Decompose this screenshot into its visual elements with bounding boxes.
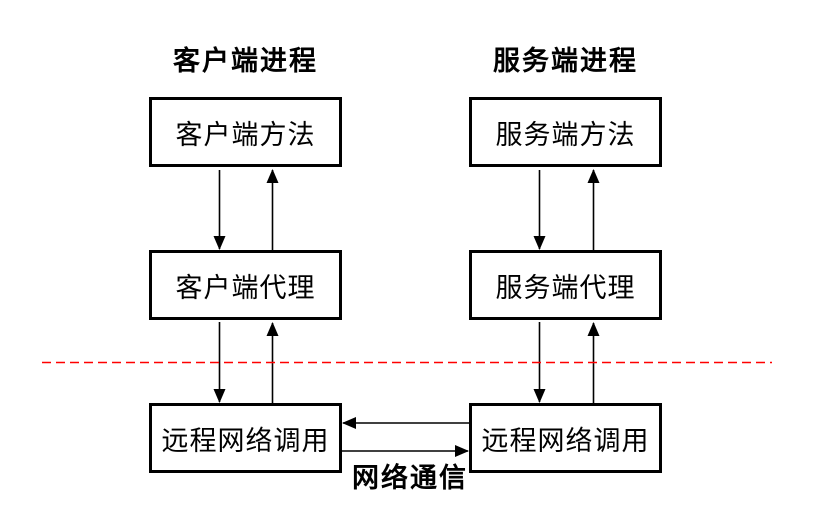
server-proxy-box: 服务端代理 [469,250,662,320]
server-process-header: 服务端进程 [493,46,638,76]
server-remote-call-label: 远程网络调用 [481,425,650,456]
server-remote-call-box: 远程网络调用 [469,403,662,473]
client-process-header: 客户端进程 [173,46,318,76]
client-proxy-box: 客户端代理 [149,250,342,320]
client-method-box: 客户端方法 [149,97,342,167]
server-proxy-label: 服务端代理 [495,272,636,303]
client-method-label: 客户端方法 [175,119,316,150]
client-remote-call-label: 远程网络调用 [161,425,330,456]
client-proxy-label: 客户端代理 [175,272,316,303]
network-communication-label: 网络通信 [352,463,468,493]
server-method-label: 服务端方法 [495,119,636,150]
client-remote-call-box: 远程网络调用 [149,403,342,473]
server-method-box: 服务端方法 [469,97,662,167]
